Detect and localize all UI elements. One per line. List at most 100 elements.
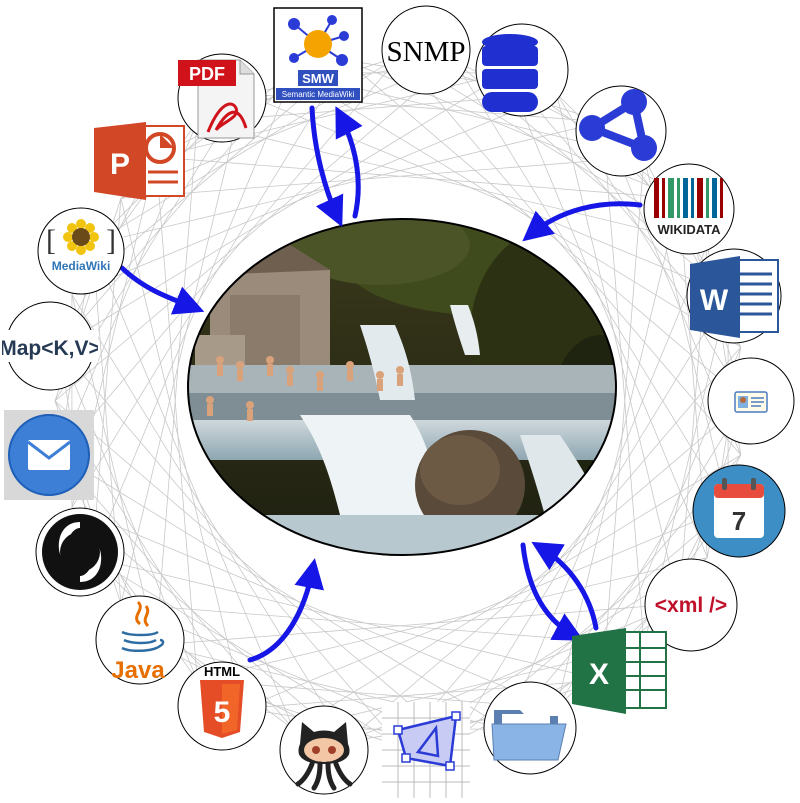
mesh-line [71,507,557,709]
mesh-line [92,244,294,730]
mesh-line [293,454,742,730]
powerpoint-icon: P [94,122,185,200]
arrow-photo-to-excel [520,542,584,641]
svg-text:]: ] [106,224,116,257]
mesh-line [71,59,347,508]
mesh-line [602,121,645,646]
html5-node: HTML 5 [176,660,268,752]
word-node: W [684,246,784,346]
semantic-mediawiki-icon: SMW Semantic MediaWiki [273,7,363,103]
arrow-mediawiki-to-photo [119,265,205,315]
email-node [4,410,94,500]
powerpoint-label: P [110,148,130,181]
mesh-line [506,72,708,558]
mesh-line [155,156,198,681]
html5-icon: HTML 5 [177,661,267,751]
database-node [474,22,570,118]
mesh-line [197,121,708,245]
github-octocat-icon [279,705,369,795]
mesh-line [243,93,729,295]
mesh-line [92,557,603,681]
xml-label: <xml /> [655,594,727,617]
smw-node: SMW Semantic MediaWiki [272,6,364,104]
wikidata-node: WIKIDATA [642,162,736,256]
mesh-line [453,59,729,508]
rdf-node [574,84,668,178]
snmp-icon: SNMP [381,5,471,95]
xml-icon: <xml /> [644,558,738,652]
html-label: HTML [204,664,240,679]
mesh-line [58,346,401,747]
excel-icon: X [572,628,667,714]
mediawiki-node: [ ] MediaWiki [36,206,126,296]
arrow-photo-to-smw [335,106,363,219]
java-node: Java [94,594,186,686]
arrow-excel-to-photo [531,541,599,631]
mesh-line [345,400,746,743]
mesh-line [58,454,507,730]
mesh-line [71,93,557,295]
folder-node [482,680,578,776]
github-node [278,704,370,796]
calendar-icon: 7 [692,464,786,558]
mesh-line [602,156,645,681]
html5-digit: 5 [214,696,231,729]
mesh-line [120,156,645,199]
waterfall-photo [187,218,617,556]
diagram-editor-icon [382,702,470,798]
java-label: Java [111,657,165,684]
mesh-line [58,72,507,348]
mesh-line [120,93,244,604]
java-icon: Java [95,595,185,685]
json-node [34,506,126,598]
mesh-line [399,346,742,747]
mesh-line [293,72,742,348]
xml-node: <xml /> [642,556,740,654]
json-icon [35,507,125,597]
pdf-node: PDF [176,52,268,144]
mesh-line [155,121,198,646]
powerpoint-node: P [92,118,188,202]
smw-short-label: SMW [302,71,335,86]
wikidata-label: WIKIDATA [657,222,721,237]
vcard-icon [707,357,795,445]
map-label: Map<K,V> [2,337,98,360]
mesh-line [92,72,294,558]
mesh-line [197,557,708,681]
mesh-line [54,400,455,743]
snmp-node: SNMP [380,4,472,96]
mesh-line [556,93,680,604]
calendar-day-label: 7 [732,506,746,536]
excel-label: X [589,658,609,691]
pdf-icon: PDF [177,53,267,143]
pdf-label: PDF [189,64,225,84]
mesh-line [243,507,729,709]
database-icon [475,23,569,117]
rdf-graph-icon [575,85,667,177]
folder-icon [483,681,577,775]
diagram-editor-node [380,700,472,800]
email-icon [4,410,94,500]
mesh-line [399,55,742,456]
svg-text:[: [ [46,224,56,257]
map-kv-icon: Map<K,V> [2,301,98,391]
calendar-node: 7 [690,462,788,560]
arrow-html-to-photo [247,558,324,663]
mesh-line [453,294,729,743]
mesh-line [71,294,347,743]
arrow-smw-to-photo [309,105,344,228]
vcard-node [706,356,796,446]
snmp-label: SNMP [387,36,466,68]
smw-full-label: Semantic MediaWiki [282,90,355,99]
mediawiki-label: MediaWiki [52,259,111,273]
mesh-line [92,121,603,245]
map-node: Map<K,V> [2,300,98,392]
mediawiki-icon: [ ] MediaWiki [37,207,125,295]
mesh-line [155,156,680,199]
mesh-line [506,244,708,730]
excel-node: X [568,624,672,716]
word-icon: W [686,248,782,344]
wikidata-icon: WIKIDATA [643,163,735,255]
